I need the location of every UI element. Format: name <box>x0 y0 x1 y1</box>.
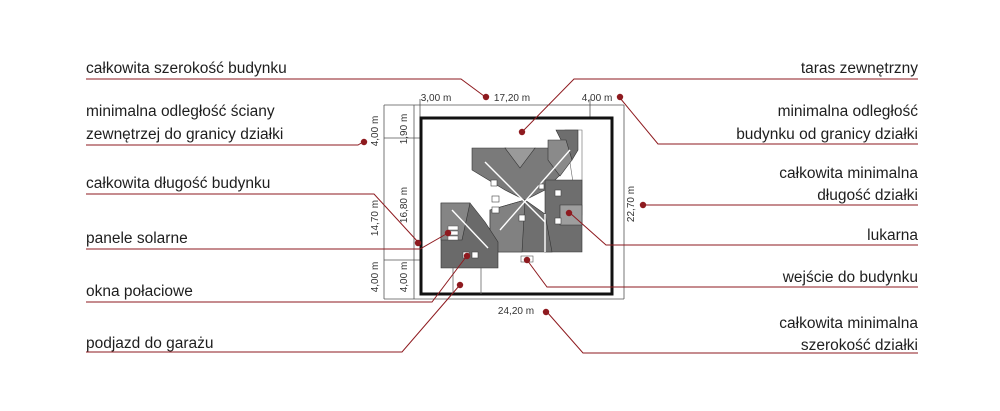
label-min-plot-length-line2: długość działki <box>817 187 918 204</box>
leader-solar-panels <box>86 232 449 250</box>
leader-min-building-distance <box>619 97 918 145</box>
dot-min-plot-length <box>639 201 647 209</box>
dim-bottom: 24,20 m <box>498 306 534 317</box>
leader-min-plot-width <box>546 311 918 354</box>
leader-total-building-length <box>86 193 419 243</box>
leader-building-entrance <box>526 259 918 288</box>
leader-garage-driveway <box>86 285 460 353</box>
dot-min-building-distance <box>616 93 624 101</box>
label-min-building-distance-line1: minimalna odległość <box>777 103 918 120</box>
dim-left-outer-bot: 4,00 m <box>370 262 381 293</box>
leader-roof-windows <box>86 256 467 303</box>
dim-top-left: 3,00 m <box>421 93 452 104</box>
label-min-plot-width-line2: szerokość działki <box>800 337 918 354</box>
dot-min-plot-width <box>542 308 550 316</box>
dim-right: 22,70 m <box>626 186 637 222</box>
house-roof <box>440 129 583 294</box>
label-building-entrance: wejście do budynku <box>782 269 918 286</box>
dot-garage-driveway <box>456 281 464 289</box>
roof-wing-right-upper <box>547 139 573 177</box>
roof-facet-back <box>504 147 536 169</box>
driveway <box>452 268 482 294</box>
label-dormer: lukarna <box>867 227 918 244</box>
leader-dots <box>360 93 647 316</box>
label-garage-driveway: podjazd do garażu <box>86 335 214 352</box>
dim-left-outer-top: 4,00 m <box>370 116 381 147</box>
dot-min-wall-distance <box>360 138 368 146</box>
label-roof-windows: okna połaciowe <box>86 283 193 300</box>
dim-left-inner-top: 1,90 m <box>399 114 410 145</box>
dot-total-building-length <box>414 239 422 247</box>
dim-top-mid: 17,20 m <box>494 93 530 104</box>
dot-outdoor-terrace <box>518 128 526 136</box>
dot-solar-panels <box>444 229 452 237</box>
dot-roof-windows <box>463 252 471 260</box>
label-min-wall-distance-line1: minimalna odległość ściany <box>86 103 275 120</box>
label-min-wall-distance-line2: zewnętrzej do granicy działki <box>86 126 284 143</box>
label-solar-panels: panele solarne <box>86 230 188 247</box>
label-min-plot-length-line1: całkowita minimalna <box>779 165 918 182</box>
dimension-lines <box>383 99 625 300</box>
dot-dormer <box>565 209 573 217</box>
label-min-building-distance-line2: budynku od granicy działki <box>736 126 918 143</box>
leader-min-wall-distance <box>86 141 364 146</box>
dim-left-inner-bot: 4,00 m <box>399 262 410 293</box>
label-total-building-length: całkowita długość budynku <box>86 175 271 192</box>
label-total-building-width: całkowita szerokość budynku <box>86 60 287 77</box>
label-outdoor-terrace: taras zewnętrzny <box>800 60 918 77</box>
ridge-lines <box>451 149 571 252</box>
plot-boundary <box>419 116 614 296</box>
dim-left-outer-mid: 14,70 m <box>370 200 381 236</box>
leader-lines <box>86 78 918 354</box>
dim-top-right: 4,00 m <box>582 93 613 104</box>
leader-dormer <box>569 212 918 246</box>
dot-building-entrance <box>523 256 531 264</box>
solar-panels <box>447 225 459 241</box>
leader-total-building-width <box>86 78 485 97</box>
dot-total-building-width <box>482 93 490 101</box>
dim-left-inner-mid: 16,80 m <box>399 187 410 223</box>
leader-outdoor-terrace <box>521 78 918 133</box>
label-min-plot-width-line1: całkowita minimalna <box>779 315 918 332</box>
